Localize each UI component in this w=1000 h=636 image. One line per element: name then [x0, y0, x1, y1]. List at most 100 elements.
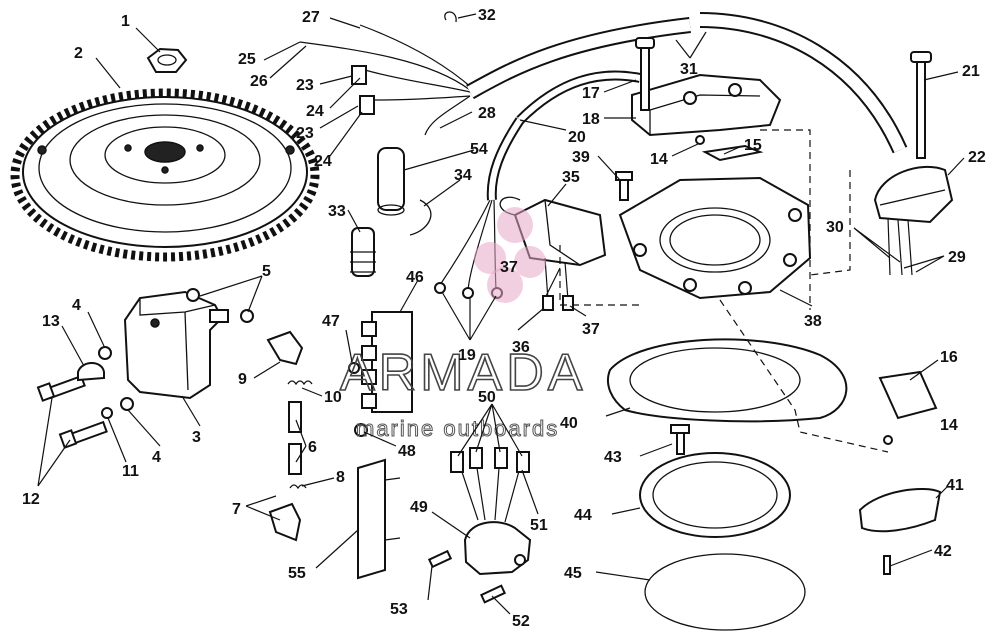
assembly-lines: [559, 129, 889, 453]
magnet-41: [858, 488, 942, 533]
spark-plug-boot-7: [268, 502, 302, 542]
callout-4-lower: 4: [152, 449, 161, 466]
callout-32: 32: [478, 7, 496, 24]
retaining-ring-45: [644, 553, 806, 631]
power-pack: [631, 73, 782, 137]
callout-11: 11: [122, 463, 139, 480]
screw-47: [348, 362, 360, 374]
nut-11: [101, 407, 113, 419]
clip-32: [444, 11, 457, 23]
callout-13: 13: [42, 313, 60, 330]
terminal-23-lower: [359, 95, 375, 115]
callout-9: 9: [238, 371, 247, 388]
callout-35: 35: [562, 169, 580, 186]
ring-44: [639, 452, 791, 538]
watermark-brand: ARMADA: [340, 344, 586, 402]
wire-harness: [299, 12, 908, 154]
callout-17: 17: [582, 85, 600, 102]
wire-34: [409, 199, 432, 236]
callout-45: 45: [564, 565, 582, 582]
callout-14-upper: 14: [650, 151, 668, 168]
screw-54: [427, 549, 453, 569]
callout-39: 39: [572, 149, 590, 166]
callout-24-upper: 24: [306, 103, 324, 120]
callout-27: 27: [302, 9, 320, 26]
callout-4-upper: 4: [72, 297, 81, 314]
callout-46: 46: [406, 269, 424, 286]
callout-37-upper: 37: [500, 259, 518, 276]
terminal-23-upper: [351, 65, 367, 85]
screw-17: [635, 37, 655, 111]
callout-52: 52: [512, 613, 530, 630]
callout-5: 5: [262, 263, 271, 280]
armature-plate: [618, 176, 812, 300]
washer-4-lower: [120, 397, 134, 411]
screw-39: [615, 171, 633, 201]
screw-14-upper: [695, 135, 705, 145]
callout-15: 15: [744, 137, 762, 154]
callout-20: 20: [568, 129, 586, 146]
callout-19: 19: [458, 347, 476, 364]
callout-43: 43: [604, 449, 622, 466]
coil-bolt-lower: [58, 420, 108, 449]
magnet-16: [878, 370, 938, 420]
callout-22: 22: [968, 149, 986, 166]
callout-41: 41: [946, 477, 964, 494]
lead-wire-20: [486, 70, 641, 201]
callout-7: 7: [232, 501, 241, 518]
callout-16: 16: [940, 349, 958, 366]
callout-21: 21: [962, 63, 980, 80]
flywheel: [10, 88, 320, 262]
bracket-15: [701, 144, 764, 162]
screw-48: [354, 423, 368, 437]
spring-10: [287, 380, 313, 386]
washer-5-upper: [186, 288, 200, 302]
callout-23-lower: 23: [296, 125, 314, 142]
rectifier: [463, 521, 532, 576]
callout-3: 3: [192, 429, 201, 446]
callout-8: 8: [336, 469, 345, 486]
callout-44: 44: [574, 507, 592, 524]
callout-12: 12: [22, 491, 40, 508]
clamp: [77, 362, 105, 382]
callout-1: 1: [121, 13, 130, 30]
callout-labels: 1 2 3 4 4 5 6 7 8 9 10 11 12 13 14 14 15…: [22, 7, 986, 630]
callout-37-lower: 37: [582, 321, 600, 338]
callout-14-lower: 14: [940, 417, 958, 434]
ignition-coil: [123, 290, 229, 400]
callout-51: 51: [530, 517, 548, 534]
coil-bolt-upper: [36, 374, 86, 402]
callout-40: 40: [560, 415, 578, 432]
callout-30: 30: [826, 219, 844, 236]
flywheel-nut: [146, 47, 188, 73]
screw-42: [883, 555, 891, 575]
screw-14-lower: [883, 435, 893, 445]
connector-53: [377, 147, 405, 216]
spark-plug-boot-9: [266, 330, 304, 366]
callout-2: 2: [74, 45, 83, 62]
rectifier-leads: [450, 447, 530, 523]
callout-23-upper: 23: [296, 77, 314, 94]
terminal-block: [361, 311, 413, 413]
callout-50: 50: [478, 389, 496, 406]
watermark-logo: [474, 207, 546, 303]
callout-29: 29: [948, 249, 966, 266]
leader-lines: [37, 13, 965, 615]
washer-4-upper: [98, 346, 112, 360]
callout-47: 47: [322, 313, 340, 330]
callout-42: 42: [934, 543, 952, 560]
callout-28: 28: [478, 105, 496, 122]
connector-33: [350, 227, 376, 277]
callout-26: 26: [250, 73, 268, 90]
callout-24-lower: 24: [314, 153, 332, 170]
callout-49: 49: [410, 499, 428, 516]
callout-34: 34: [454, 167, 472, 184]
adapter-plate: [606, 338, 848, 423]
callout-31: 31: [680, 61, 698, 78]
screw-43: [670, 424, 690, 455]
callout-36: 36: [512, 339, 530, 356]
callout-18: 18: [582, 111, 600, 128]
callout-48: 48: [398, 443, 416, 460]
screw-52: [480, 584, 506, 604]
